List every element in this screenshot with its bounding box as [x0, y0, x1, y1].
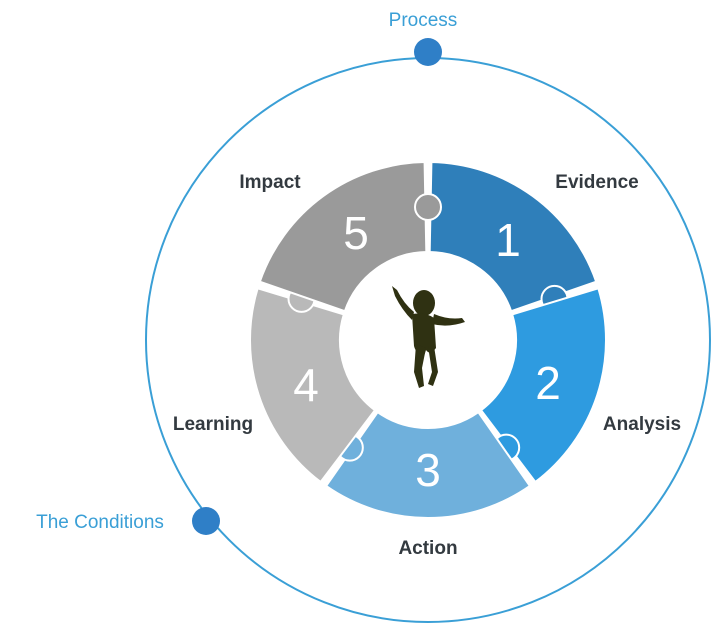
segment-label-analysis: Analysis — [603, 414, 681, 435]
segment-label-impact: Impact — [239, 172, 301, 193]
segment-number-1: 1 — [495, 214, 521, 266]
segment-label-evidence: Evidence — [555, 172, 638, 193]
segment-label-action: Action — [398, 538, 457, 559]
jumping-child-icon — [392, 286, 465, 388]
puzzle-ring — [249, 161, 607, 519]
segment-number-3: 3 — [415, 444, 441, 496]
segment-number-5: 5 — [343, 207, 369, 259]
segment-label-learning: Learning — [173, 414, 253, 435]
segment-numbers: 1 2 3 4 5 — [293, 207, 561, 496]
conditions-label: The Conditions — [36, 512, 164, 533]
process-dot — [414, 38, 442, 66]
puzzle-knob-5 — [414, 193, 442, 221]
segment-number-4: 4 — [293, 359, 319, 411]
process-label: Process — [389, 10, 458, 31]
segment-number-2: 2 — [535, 357, 561, 409]
conditions-dot — [192, 507, 220, 535]
